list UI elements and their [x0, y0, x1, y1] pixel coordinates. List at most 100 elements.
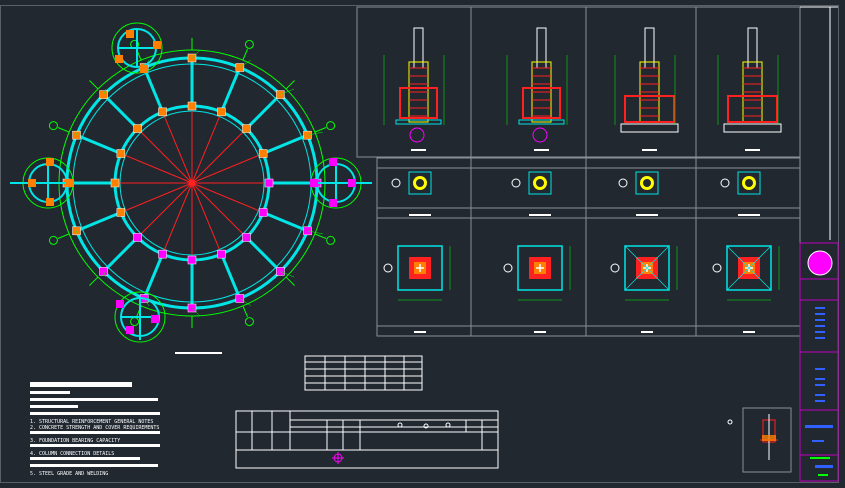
- axis-line: [285, 276, 295, 286]
- center-point: [188, 179, 196, 187]
- column-leader: [191, 307, 201, 317]
- spoke-beam: [75, 133, 122, 155]
- axis-bubble: [511, 178, 521, 188]
- inner-column: [158, 249, 167, 259]
- column-outline: [635, 171, 659, 195]
- axis-bubble: [712, 263, 722, 273]
- spoke-beam: [142, 253, 164, 300]
- radial-line: [191, 182, 244, 235]
- notes-title-bar: [30, 382, 132, 387]
- spoke-beams: [47, 38, 337, 328]
- radial-line: [125, 154, 193, 184]
- footing-section: [383, 27, 445, 151]
- column-core-hole: [536, 179, 544, 187]
- spoke-beam: [245, 236, 282, 273]
- footing-plan: [503, 245, 571, 333]
- spoke-beam: [220, 253, 242, 300]
- column-leader: [280, 271, 295, 278]
- footing-outline: [397, 245, 443, 291]
- column-leader: [76, 230, 78, 234]
- radial-lines: [120, 111, 264, 255]
- note-line: 4. COLUMN CONNECTION DETAILS: [30, 451, 115, 457]
- satellite-left: [10, 157, 74, 209]
- axis-bubble: [48, 235, 58, 245]
- axis-line: [242, 305, 248, 318]
- title-block: [799, 242, 839, 482]
- pedestal: [399, 87, 438, 119]
- inner-column: [158, 107, 167, 117]
- column-leader: [76, 132, 78, 136]
- inner-column: [187, 255, 197, 265]
- radial-line: [191, 131, 244, 184]
- footing-outline: [726, 245, 772, 291]
- column-leader: [307, 230, 323, 235]
- small-detail: [727, 407, 792, 473]
- spoke-beam: [262, 133, 309, 155]
- spoke-beam: [142, 66, 164, 113]
- column-core-hole: [416, 179, 424, 187]
- spoke-beam: [220, 66, 242, 113]
- column-leader: [103, 271, 107, 278]
- axis-line: [57, 127, 70, 133]
- footing-base: [518, 119, 565, 125]
- inner-column: [258, 208, 268, 217]
- axis-bubble: [326, 235, 336, 245]
- axis-bubbles: [48, 39, 336, 327]
- footing-plan: [610, 245, 678, 333]
- spoke-beam: [102, 93, 139, 130]
- axis-bubble: [503, 263, 513, 273]
- footing-plan: [383, 245, 451, 333]
- axis-line: [314, 233, 327, 239]
- section-detail-panel: [356, 6, 838, 240]
- footing-outline: [624, 245, 670, 291]
- spoke-beam: [102, 236, 139, 273]
- column-plan: [720, 171, 761, 216]
- footing-outline: [517, 245, 563, 291]
- satellite-top: [111, 22, 163, 74]
- column-outline: [408, 171, 432, 195]
- axis-bubble: [244, 39, 254, 49]
- radial-line: [140, 182, 193, 235]
- axis-bubble: [383, 263, 393, 273]
- axis-bubble: [391, 178, 401, 188]
- axis-bubble: [48, 121, 58, 131]
- inner-column: [110, 178, 120, 188]
- column-plan: [391, 171, 432, 216]
- radial-line: [125, 182, 193, 212]
- axis-bubble: [720, 178, 730, 188]
- radial-line: [163, 182, 193, 250]
- pedestal: [727, 95, 778, 123]
- inner-column: [258, 149, 268, 158]
- axis-line: [242, 48, 248, 61]
- company-logo-icon: [807, 250, 833, 276]
- axis-line: [314, 127, 327, 133]
- foundation-plan: [10, 22, 372, 354]
- axis-bubble: [130, 317, 140, 327]
- radial-line: [191, 154, 259, 184]
- diag: [624, 245, 670, 291]
- pedestal: [522, 87, 561, 119]
- spoke-beam: [262, 211, 309, 233]
- radial-line: [191, 182, 259, 212]
- footing-plan: [712, 245, 780, 333]
- axis-line: [89, 276, 99, 286]
- footing-base: [395, 119, 442, 125]
- footing-section: [717, 27, 782, 151]
- pedestal: [624, 95, 675, 123]
- section-marker-pink: [332, 452, 344, 464]
- axis-bubble: [244, 317, 254, 327]
- radial-line: [191, 116, 221, 184]
- column-core-hole: [643, 179, 651, 187]
- column-plan-panel: [376, 157, 801, 337]
- column-outline: [528, 171, 552, 195]
- footing-base: [723, 123, 782, 133]
- axis-line: [285, 80, 295, 90]
- radial-line: [191, 182, 221, 250]
- axis-bubble: [610, 263, 620, 273]
- column-leader: [143, 298, 150, 307]
- axis-line: [57, 233, 70, 239]
- inner-column: [264, 178, 274, 188]
- column-leader: [239, 298, 252, 307]
- note-line: 1. STRUCTURAL REINFORCEMENT GENERAL NOTE…: [30, 419, 154, 425]
